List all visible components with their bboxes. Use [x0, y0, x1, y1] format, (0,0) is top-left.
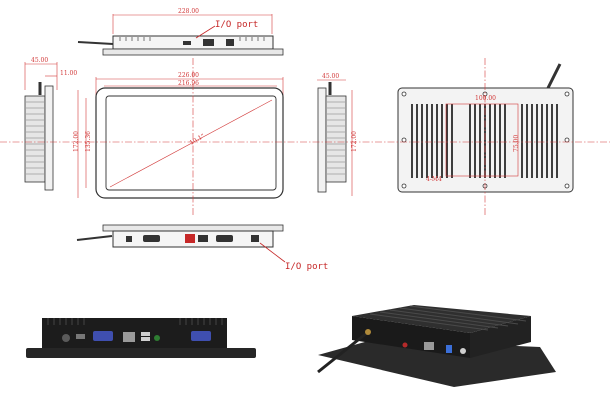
front-inner-height-dimension: 135.36 [85, 131, 92, 152]
left-depth-dimension: 45.00 [31, 57, 48, 64]
bottom-port-com [216, 235, 233, 242]
bottom-port-vga [143, 235, 160, 242]
front-height-dimension: 172.00 [73, 131, 80, 152]
bottom-bezel-plate [102, 224, 284, 232]
top-housing [112, 35, 274, 50]
rear-view: 100.00 75.00 4-M4 [397, 63, 574, 193]
front-view: 226.00 216.96 172.00 135.36 10.1" [73, 72, 284, 199]
vesa-height-dimension: 75.00 [513, 135, 520, 152]
center-lines [0, 58, 610, 215]
photo-usb-2 [141, 337, 150, 341]
io-panel-photo [26, 318, 256, 358]
right-fins [327, 101, 345, 175]
bottom-port-dc [126, 236, 132, 242]
photo3d-end [470, 316, 531, 358]
bottom-view: I/O port [76, 224, 328, 272]
mount-hole-label: 4-M4 [426, 176, 442, 183]
right-depth-dimension: 45.00 [322, 73, 339, 80]
bottom-io-port-label: I/O port [285, 262, 328, 272]
photo-usb-1 [141, 332, 150, 336]
left-housing [24, 95, 46, 183]
rear-fins-left [411, 104, 453, 178]
photo-com [191, 331, 211, 341]
bottom-port-switch [251, 235, 259, 242]
top-width-dimension: 228.00 [178, 8, 199, 15]
photo-lan [123, 332, 135, 342]
vesa-width-dimension: 100.00 [475, 95, 496, 102]
bottom-port-usb [198, 235, 208, 242]
photo3d-bezel [318, 340, 556, 387]
bottom-antenna [76, 235, 113, 241]
photo3d-fins [369, 305, 527, 331]
photo3d-antenna-base [365, 329, 371, 335]
photo-dc-jack [62, 334, 70, 342]
right-housing [325, 95, 347, 183]
rear-fins-mid [469, 104, 506, 178]
left-bezel-dimension: 11.00 [60, 70, 77, 77]
top-bezel-plate [102, 48, 284, 56]
screen-diagonal [109, 99, 273, 188]
photo3d-antenna [317, 330, 369, 374]
photo-vga [93, 331, 113, 341]
left-fins [26, 101, 44, 175]
photo3d-lan [424, 342, 434, 350]
top-fins [119, 37, 265, 41]
right-height-dimension: 172.00 [351, 131, 358, 152]
left-side-view: 45.00 11.00 [24, 57, 77, 191]
photo3d-red-jack [402, 342, 408, 348]
rear-fins-right [521, 104, 558, 178]
top-view: 228.00 I/O port [77, 8, 284, 56]
right-side-view: 45.00 172.00 [317, 73, 358, 196]
top-io-port-label: I/O port [215, 20, 258, 30]
photo-bezel [26, 348, 256, 358]
rear-antenna [546, 63, 562, 89]
right-bezel-edge [317, 87, 327, 193]
photo-audio [154, 335, 160, 341]
left-bezel-edge [44, 85, 54, 191]
antenna [77, 41, 114, 45]
photo3d-button [460, 348, 466, 354]
photo-fins [47, 318, 223, 325]
bottom-port-lan [185, 234, 195, 243]
top-port-sd [183, 41, 191, 45]
top-port-usb-b [226, 39, 234, 46]
photo3d-side [352, 316, 470, 358]
front-inner-width-dimension: 216.96 [178, 80, 199, 87]
top-port-usb-a [203, 39, 214, 46]
vesa-mount-outline [445, 103, 519, 177]
front-width-dimension: 226.00 [178, 72, 199, 79]
angle-3d-photo [317, 305, 556, 387]
photo-hdmi [76, 334, 85, 339]
photo3d-usb [446, 345, 452, 353]
